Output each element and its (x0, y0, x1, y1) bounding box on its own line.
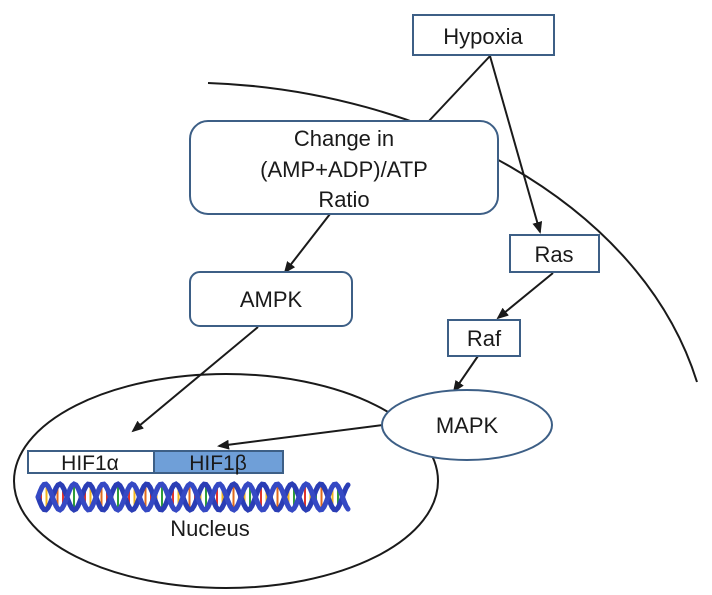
ampk-node: AMPK (189, 271, 353, 327)
hypoxia-label: Hypoxia (443, 24, 523, 49)
mapk-to-hif1b-arrow (217, 424, 384, 450)
ras-label: Ras (534, 242, 573, 267)
hif1b-bar (153, 450, 284, 474)
mapk-node: MAPK (381, 389, 553, 461)
cell-membrane-curve (207, 82, 698, 383)
atp-ratio-label-line3: Ratio (318, 187, 369, 212)
mapk-label: MAPK (436, 413, 499, 438)
hif1-complex: HIF1α HIF1β (27, 450, 284, 475)
atp-ratio-label-line1: Change in (294, 126, 394, 151)
ampk-to-hif1a-arrow (131, 326, 259, 433)
nucleus-label: Nucleus (170, 516, 249, 541)
raf-label: Raf (467, 326, 502, 351)
atp-ratio-node: Change in (AMP+ADP)/ATP Ratio (189, 120, 499, 215)
ras-to-raf-arrow (496, 272, 554, 320)
hif1b-label: HIF1β (189, 452, 247, 475)
hypoxia-to-ras-arrow (489, 55, 543, 234)
atp-ratio-label-line2: (AMP+ADP)/ATP (260, 157, 428, 182)
raf-to-mapk-arrow (452, 355, 479, 393)
ampk-label: AMPK (240, 287, 303, 312)
dna-backbone (35, 481, 351, 513)
hypoxia-node: Hypoxia (412, 14, 555, 56)
raf-node: Raf (447, 319, 521, 357)
ratio-to-ampk-arrow (283, 213, 331, 274)
ras-node: Ras (509, 234, 600, 273)
dna-backbone (35, 481, 351, 513)
hypoxia-to-ratio-line (427, 55, 491, 123)
hif1a-label: HIF1α (61, 452, 119, 475)
dna-helix-icon (35, 481, 351, 513)
nucleus-ellipse (13, 373, 439, 589)
